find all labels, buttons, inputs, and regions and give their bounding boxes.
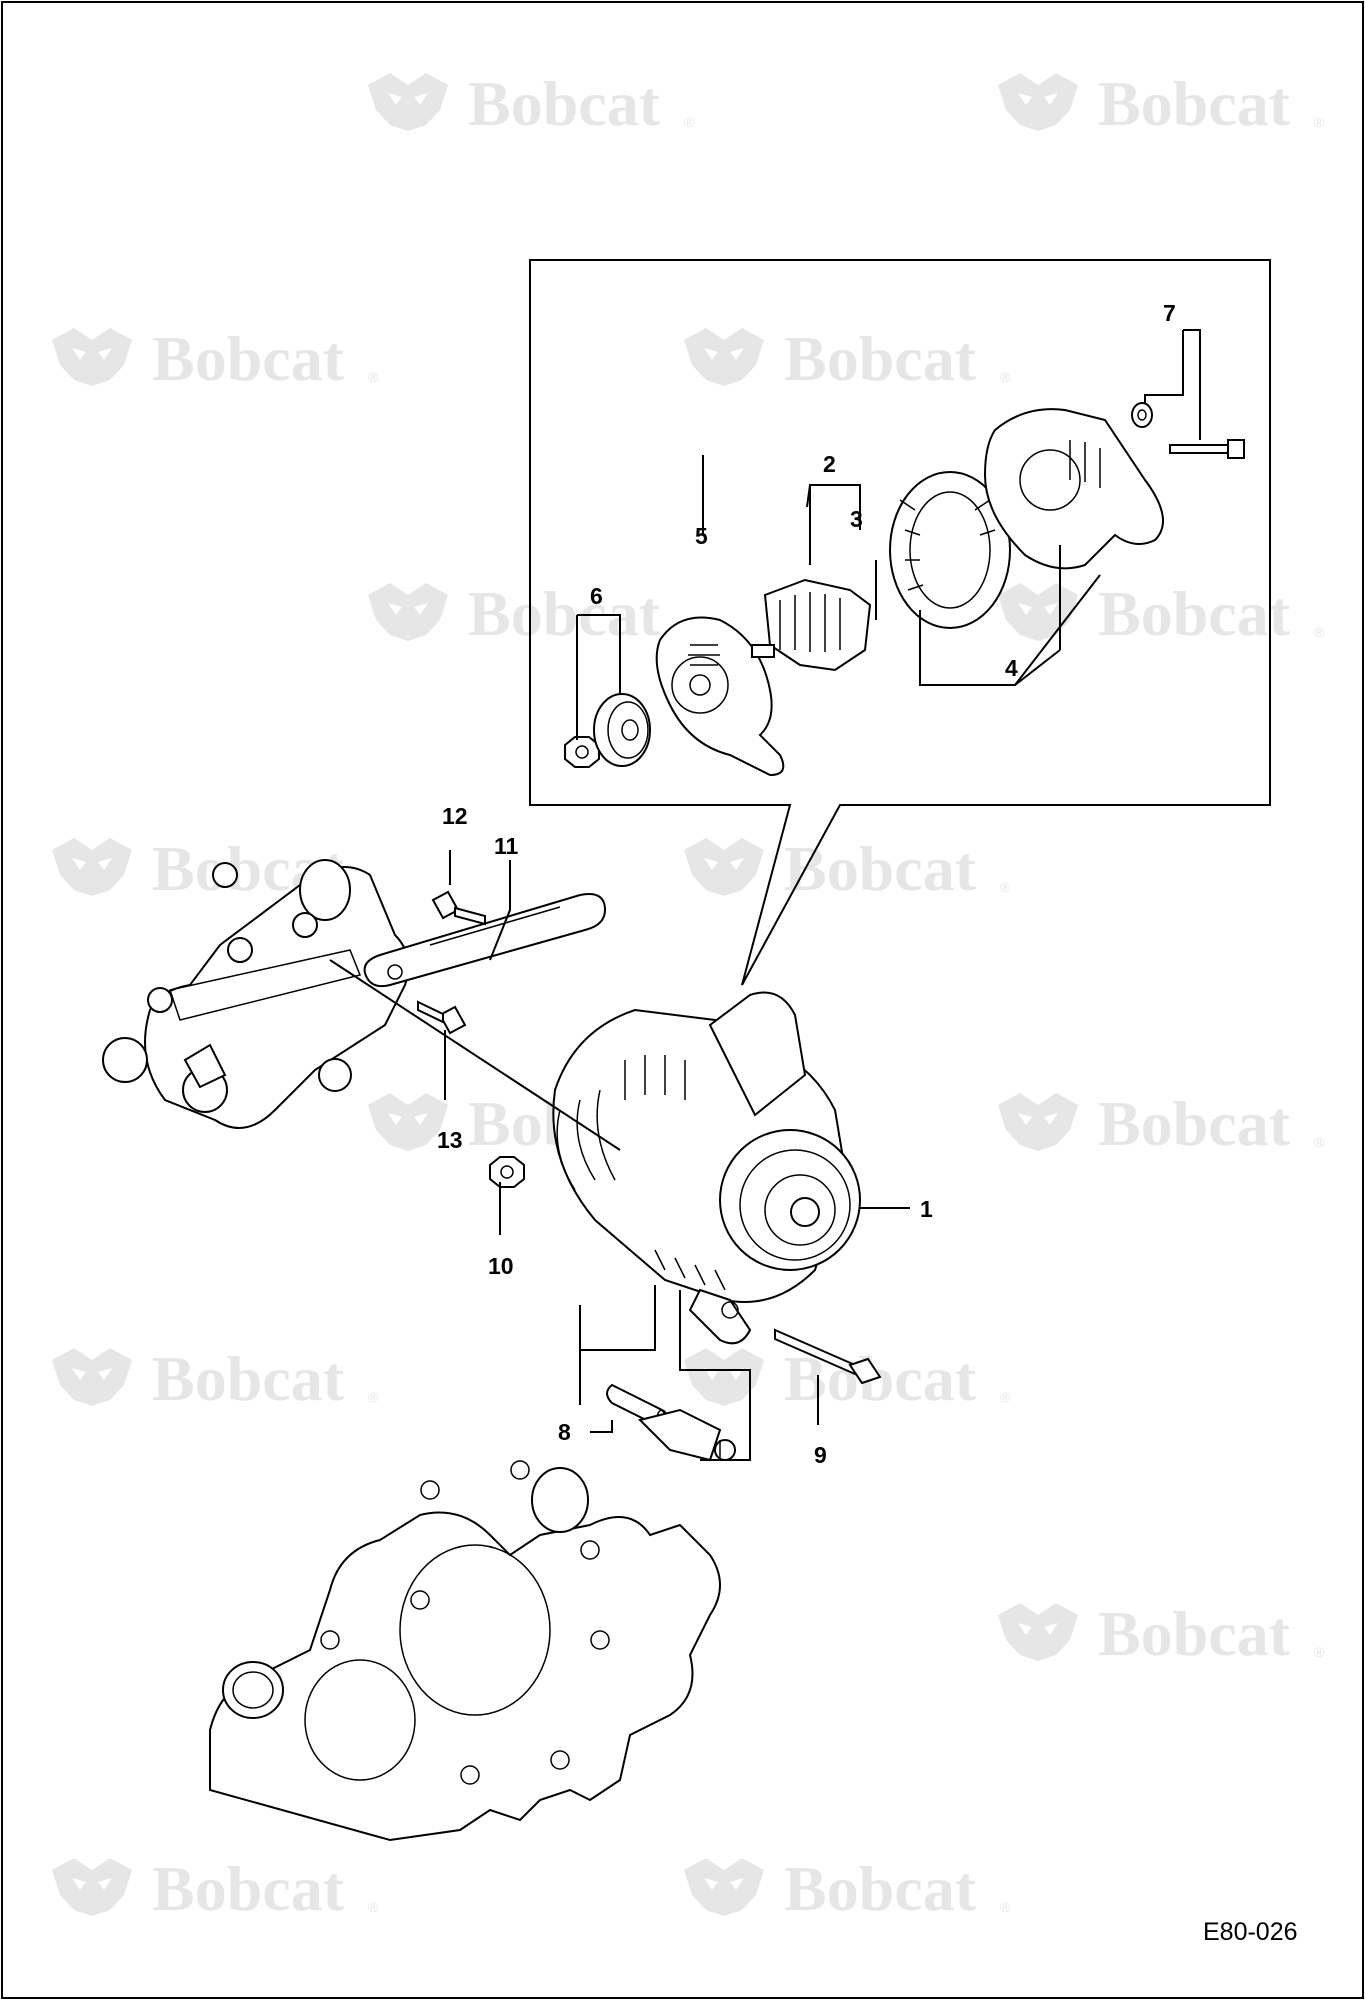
- callout-10: 10: [488, 1253, 514, 1279]
- callout-9: 9: [814, 1442, 827, 1468]
- svg-text:®: ®: [1314, 1644, 1325, 1660]
- callout-7: 7: [1163, 300, 1176, 326]
- main-leader-lines: [329, 850, 910, 1461]
- nut-10-part: [489, 1156, 525, 1188]
- detail-inset-box: [529, 259, 1271, 986]
- callout-labels: 1 2 3 4 5 6 7 8 9 10 11 12 13: [437, 300, 1176, 1468]
- callout-5: 5: [695, 523, 708, 549]
- callout-2: 2: [823, 451, 836, 477]
- svg-text:®: ®: [1000, 369, 1011, 385]
- svg-text:®: ®: [1000, 879, 1011, 895]
- gear-case-part: [209, 1408, 736, 1842]
- svg-text:Bobcat: Bobcat: [1098, 68, 1291, 139]
- callout-12: 12: [442, 803, 468, 829]
- svg-text:Bobcat: Bobcat: [152, 323, 345, 394]
- inset-front-bracket-part: [655, 616, 785, 777]
- callout-1: 1: [920, 1196, 933, 1222]
- svg-text:Bobcat: Bobcat: [784, 833, 977, 904]
- callout-6: 6: [590, 583, 603, 609]
- svg-text:®: ®: [684, 114, 695, 130]
- inset-washer-part: [1131, 402, 1153, 428]
- svg-text:®: ®: [1000, 1899, 1011, 1915]
- svg-text:Bobcat: Bobcat: [1098, 1598, 1291, 1669]
- svg-text:Bobcat: Bobcat: [152, 1343, 345, 1414]
- callout-8: 8: [558, 1419, 571, 1445]
- watermark-layer: Bobcat ® Bobcat ® Bobcat ® Bobcat ® Bobcat B…: [52, 68, 1325, 1924]
- inset-pulley-part: [593, 693, 651, 767]
- inset-rear-cover-part: [983, 408, 1164, 570]
- bolt-12-part: [431, 890, 486, 926]
- inset-rotor-part: [751, 578, 872, 672]
- svg-text:Bobcat: Bobcat: [784, 323, 977, 394]
- svg-text:®: ®: [1314, 114, 1325, 130]
- svg-text:®: ®: [368, 1899, 379, 1915]
- callout-13: 13: [437, 1127, 463, 1153]
- bolt-9-part: [774, 1328, 882, 1385]
- inset-bolt-part: [1169, 439, 1245, 459]
- callout-4: 4: [1005, 655, 1018, 681]
- svg-text:®: ®: [368, 1389, 379, 1405]
- inset-stator-part: [889, 471, 1011, 629]
- svg-text:®: ®: [1314, 624, 1325, 640]
- svg-text:Bobcat: Bobcat: [784, 1853, 977, 1924]
- water-pump-assembly: [102, 859, 410, 1129]
- svg-text:Bobcat: Bobcat: [468, 578, 661, 649]
- bolt-13-part: [417, 1000, 467, 1035]
- svg-text:Bobcat: Bobcat: [468, 68, 661, 139]
- svg-text:Bobcat: Bobcat: [152, 1853, 345, 1924]
- inset-nut-part: [564, 736, 600, 768]
- callout-3: 3: [850, 506, 863, 532]
- adjusting-bracket-part: [363, 893, 607, 988]
- callout-11: 11: [494, 833, 519, 859]
- alternator-body-part: [552, 991, 861, 1345]
- svg-text:®: ®: [368, 369, 379, 385]
- svg-text:®: ®: [1314, 1134, 1325, 1150]
- svg-text:®: ®: [1000, 1389, 1011, 1405]
- inset-leader-lines: [576, 329, 1201, 740]
- svg-text:Bobcat: Bobcat: [1098, 1088, 1291, 1159]
- svg-text:Bobcat: Bobcat: [1098, 578, 1291, 649]
- figure-reference: E80-026: [1203, 1918, 1298, 1946]
